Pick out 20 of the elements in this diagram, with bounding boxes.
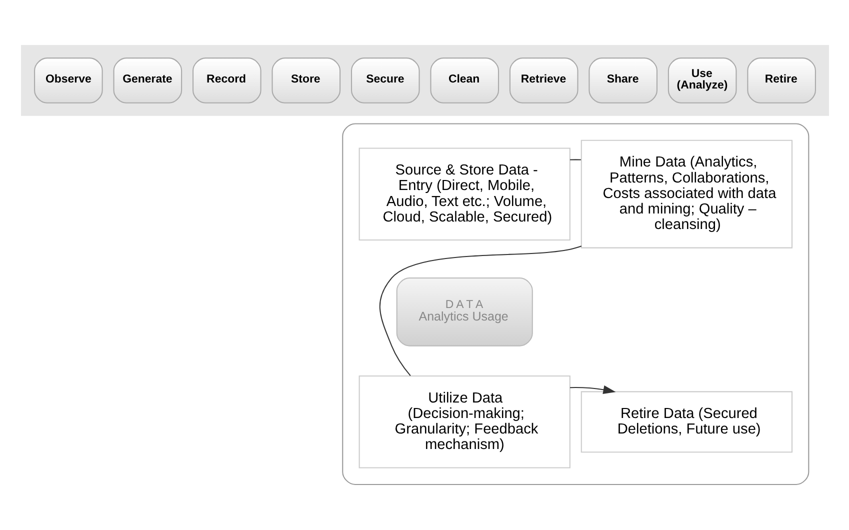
node-box: Use (Analyze) (667, 58, 736, 104)
node-box: Retire Data (Secured Deletions, Future use) (580, 391, 792, 453)
cluster (342, 123, 809, 485)
connector (570, 159, 580, 160)
cluster (20, 45, 829, 116)
node-box: Mine Data (Analytics, Patterns, Collaborations, Costs associated with data and mining; Quality – cleansing) (580, 140, 792, 248)
node-box: D A T A Analytics Usage (396, 278, 532, 346)
node-box: Observe (34, 58, 102, 104)
node-box: Source & Store Data - Entry (Direct, Mobile, Audio, Text etc.; Volume, Cloud, Scalable, Secured) (358, 148, 570, 240)
node-box: Retrieve (508, 58, 578, 104)
node-box: Clean (430, 58, 499, 104)
node-box: Share (588, 58, 657, 104)
node-box: Secure (350, 58, 420, 104)
node-box: Record (192, 58, 261, 104)
node-box: Store (271, 58, 340, 104)
arrow (570, 385, 616, 394)
connector (378, 246, 582, 376)
node-box: Retire (746, 58, 816, 104)
node-box: Generate (112, 58, 182, 104)
node-box: Utilize Data (Decision-making; Granularity; Feedback mechanism) (358, 376, 570, 468)
